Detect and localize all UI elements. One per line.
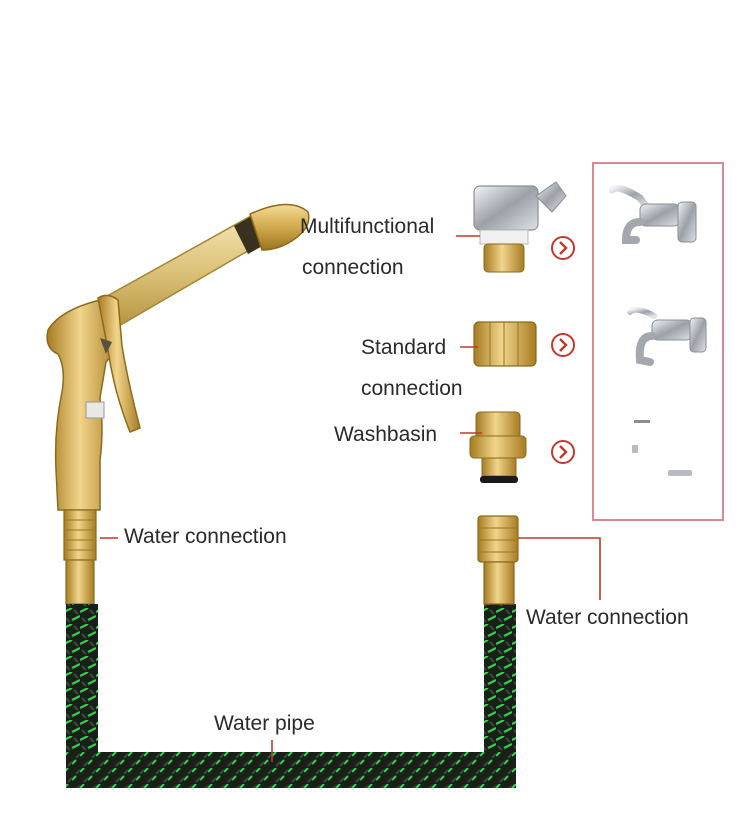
- faucet-icon: [632, 420, 692, 476]
- pointer-lines: [100, 236, 600, 762]
- water-pipe-hose: [66, 604, 516, 788]
- label-water-pipe: Water pipe: [214, 713, 315, 734]
- label-multifunctional-line1: Multifunctional: [300, 216, 434, 237]
- faucet-icon: [630, 310, 706, 362]
- label-water-connection-left: Water connection: [124, 526, 287, 547]
- label-washbasin: Washbasin: [334, 424, 437, 445]
- arrow-right-circle-icon: [552, 441, 574, 463]
- standard-adapter: [474, 322, 536, 366]
- label-standard-line2: connection: [361, 378, 463, 399]
- label-standard-line1: Standard: [361, 337, 446, 358]
- arrow-right-circle-icon: [552, 237, 574, 259]
- faucet-icon: [612, 188, 696, 242]
- arrow-right-circle-icon: [552, 334, 574, 356]
- brass-connector-icon: [478, 516, 518, 604]
- multifunctional-adapter: [474, 182, 566, 272]
- washbasin-adapter: [470, 412, 526, 483]
- label-multifunctional-line2: connection: [302, 257, 404, 278]
- label-water-connection-right: Water connection: [526, 607, 689, 628]
